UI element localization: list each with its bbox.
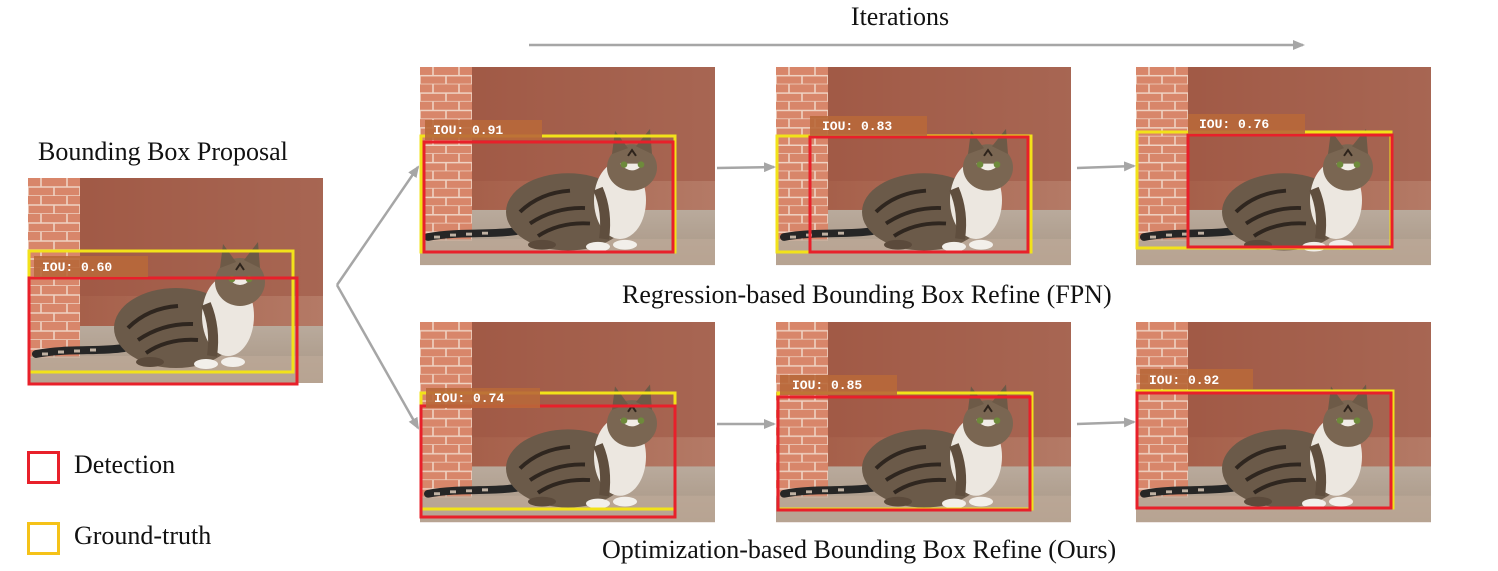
regression-detection-box-1 — [422, 140, 675, 254]
optimization-photo-2 — [776, 322, 1071, 522]
legend-detection-swatch — [27, 451, 60, 484]
regression-iou-badge-3 — [1188, 114, 1305, 134]
regression-step-arrow-2 — [1076, 161, 1136, 172]
optimization-photo-1 — [420, 322, 715, 522]
optimization-panel-1: IOU: 0.74 — [420, 322, 715, 522]
proposal-iou-text: IOU: 0.60 — [42, 260, 112, 275]
iterations-label: Iterations — [850, 2, 950, 31]
regression-panel-2: IOU: 0.83 — [776, 67, 1071, 265]
optimization-iou-text-2: IOU: 0.85 — [792, 378, 862, 393]
proposal-title: Bounding Box Proposal — [38, 137, 288, 166]
optimization-panel-3: IOU: 0.92 — [1136, 322, 1431, 522]
optimization-step-arrow-2 — [1076, 417, 1136, 428]
regression-iou-text-2: IOU: 0.83 — [822, 119, 892, 134]
optimization-iou-badge-1 — [426, 388, 540, 408]
proposal-photo — [28, 178, 323, 383]
proposal-detection-box — [27, 276, 299, 386]
regression-iou-text-3: IOU: 0.76 — [1199, 117, 1269, 132]
regression-iou-badge-1 — [425, 120, 542, 140]
regression-iou-text-1: IOU: 0.91 — [433, 123, 503, 138]
proposal-panel: IOU: 0.60 — [28, 178, 323, 384]
optimization-caption: Optimization-based Bounding Box Refine (… — [602, 535, 1117, 564]
optimization-detection-box-3 — [1135, 391, 1393, 510]
regression-panel-1: IOU: 0.91 — [420, 67, 715, 265]
regression-photo-1 — [420, 67, 715, 265]
regression-photo-3 — [1136, 67, 1431, 265]
branch-arrow-optimization — [335, 284, 420, 430]
legend-ground-truth-label: Ground-truth — [74, 521, 212, 550]
optimization-detection-box-1 — [419, 404, 677, 519]
regression-step-arrow-1 — [716, 162, 776, 173]
optimization-panel-2: IOU: 0.85 — [776, 322, 1071, 522]
regression-iou-badge-2 — [810, 116, 927, 136]
optimization-iou-text-1: IOU: 0.74 — [434, 391, 504, 406]
legend-ground-truth-swatch — [27, 522, 60, 555]
optimization-iou-badge-2 — [780, 375, 897, 395]
branch-arrow-regression — [335, 165, 420, 286]
proposal-iou-badge — [34, 256, 148, 277]
optimization-iou-text-3: IOU: 0.92 — [1149, 373, 1219, 388]
legend-detection-label: Detection — [74, 450, 176, 479]
regression-detection-box-3 — [1186, 133, 1394, 249]
regression-caption: Regression-based Bounding Box Refine (FP… — [622, 280, 1112, 309]
optimization-photo-3 — [1136, 322, 1431, 522]
optimization-iou-badge-3 — [1140, 369, 1253, 389]
optimization-detection-box-2 — [776, 395, 1032, 512]
regression-panel-3: IOU: 0.76 — [1136, 67, 1431, 265]
regression-detection-box-2 — [808, 135, 1030, 254]
